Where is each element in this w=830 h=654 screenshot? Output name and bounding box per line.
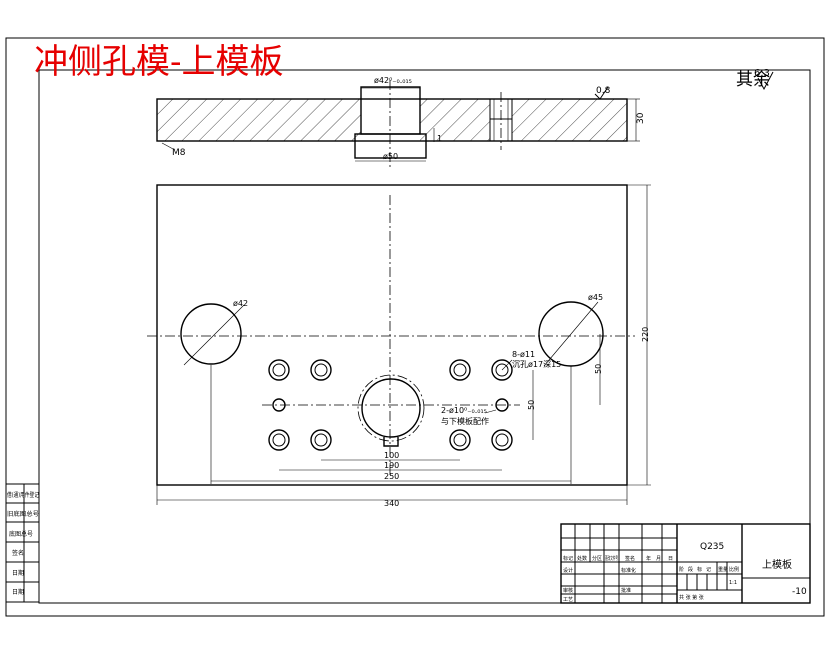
left-strip-frame bbox=[5, 483, 40, 603]
section-hatch-mid bbox=[420, 99, 490, 141]
bolt-hole bbox=[310, 429, 332, 451]
bolt-holes bbox=[268, 359, 513, 451]
bolt-hole-inner bbox=[272, 433, 286, 447]
hole-right-text: ø45 bbox=[588, 293, 603, 302]
section-hatch-left bbox=[157, 99, 361, 141]
tb-header: 年 bbox=[646, 555, 651, 562]
tb-row-label-mid: 标准化 bbox=[621, 567, 636, 574]
drawing-no-text: -10 bbox=[792, 587, 807, 597]
inner-frame bbox=[38, 69, 811, 604]
bolt-hole bbox=[491, 429, 513, 451]
tb-header: 标记 bbox=[563, 555, 573, 562]
tb-header: 签名 bbox=[625, 555, 635, 562]
plate-outline bbox=[156, 184, 628, 486]
tb-stage-label: 重量 bbox=[718, 566, 728, 573]
bolt-hole bbox=[310, 359, 332, 381]
pin-note-1: 2-ø10⁰₋₀.₀₁₅ bbox=[441, 406, 487, 415]
dim-220-text: 220 bbox=[641, 327, 650, 342]
tb-stage-label: 段 bbox=[688, 566, 693, 573]
tb-stage-label: 阶 bbox=[679, 566, 684, 573]
dim-250-text: 250 bbox=[384, 472, 399, 481]
tb-header: 更改文件号 bbox=[605, 555, 618, 562]
title-block: Q235 上模板 -10 标记 处数 分区 更改文件号 签名 年 月 日 设计 … bbox=[560, 523, 811, 604]
left-strip-label: 底图总号 bbox=[9, 530, 33, 538]
material-text: Q235 bbox=[700, 542, 724, 552]
roughness-top-text: 0.8 bbox=[596, 86, 611, 96]
drawing-title: 冲侧孔模-上模板 bbox=[34, 42, 284, 82]
section-outline bbox=[156, 98, 628, 142]
bolt-note-1: 8-ø11 bbox=[512, 350, 535, 359]
part-name-text: 上模板 bbox=[762, 558, 792, 571]
left-strip-label: 签名 bbox=[12, 549, 24, 557]
dim-340-text: 340 bbox=[384, 499, 399, 508]
sheet-text: 共 张 第 张 bbox=[679, 594, 704, 601]
bolt-hole-inner bbox=[314, 363, 328, 377]
hole-left-42 bbox=[180, 303, 242, 365]
tb-row-label: 审核 bbox=[563, 587, 573, 594]
left-strip-label: 借(通)用件登记 bbox=[7, 491, 39, 499]
center-hole bbox=[361, 378, 421, 438]
hole-left-leader bbox=[183, 304, 245, 366]
dim-190-text: 190 bbox=[384, 461, 399, 470]
tb-header: 日 bbox=[668, 556, 673, 562]
tb-header: 月 bbox=[656, 556, 661, 562]
leader-thread bbox=[161, 142, 176, 151]
tb-header: 处数 bbox=[577, 555, 587, 562]
dim-100-text: 100 bbox=[384, 451, 399, 460]
hole-right-leader bbox=[543, 301, 599, 367]
tb-stage-label: 标 bbox=[697, 566, 702, 573]
bolt-note-2: 沉孔ø17深15 bbox=[512, 360, 561, 369]
title-block-frame bbox=[560, 523, 811, 604]
scale-text: 1:1 bbox=[729, 580, 737, 586]
outer-border bbox=[5, 37, 825, 617]
tb-row-label-mid: 批准 bbox=[621, 587, 631, 594]
bolt-hole bbox=[268, 429, 290, 451]
bolt-hole-inner bbox=[272, 363, 286, 377]
section-hatch-right bbox=[512, 99, 627, 141]
bolt-hole-inner bbox=[453, 363, 467, 377]
bolt-note-leader bbox=[501, 359, 513, 371]
bore-upper bbox=[360, 86, 421, 135]
hole-left-text: ø42 bbox=[233, 299, 248, 308]
center-hole-slot bbox=[383, 437, 399, 447]
bolt-hole-inner bbox=[314, 433, 328, 447]
dim-height-text: 30 bbox=[636, 112, 646, 124]
dim-50a-text: 50 bbox=[594, 364, 603, 374]
bolt-hole-inner bbox=[453, 433, 467, 447]
center-hole-outer bbox=[357, 374, 425, 442]
roughness-value: 6.3 bbox=[754, 68, 770, 79]
left-strip-label: 日期 bbox=[12, 569, 24, 577]
pin-note-leader bbox=[484, 409, 497, 414]
left-strip-label: 日期 bbox=[12, 588, 24, 596]
bolt-hole-inner bbox=[495, 363, 509, 377]
tb-stage-label: 记 bbox=[706, 566, 711, 573]
left-strip: 借(通)用件登记 旧底图总号 底图总号 签名 日期 日期 bbox=[5, 483, 40, 603]
dim-chamfer-text: 1 bbox=[437, 134, 442, 143]
dim-50b-text: 50 bbox=[527, 400, 536, 410]
tb-stage-label: 比例 bbox=[729, 566, 739, 573]
bolt-hole bbox=[268, 359, 290, 381]
roughness-symbol-icon bbox=[757, 71, 774, 91]
bolt-hole bbox=[449, 359, 471, 381]
roughness-note: 其余 6.3 bbox=[736, 68, 774, 91]
tb-header: 分区 bbox=[592, 555, 602, 562]
tb-row-label: 工艺 bbox=[563, 597, 573, 603]
section-view: ø42⁰₋₀.₀₁₅ ø50 30 1 M8 0.8 bbox=[156, 76, 646, 170]
pin-note-2: 与下模板配作 bbox=[441, 416, 489, 426]
bolt-hole bbox=[449, 429, 471, 451]
bolt-hole bbox=[491, 359, 513, 381]
bolt-hole-inner bbox=[495, 433, 509, 447]
dim-thread-text: M8 bbox=[172, 148, 186, 158]
plan-view: ø42 ø45 8-ø11 沉孔ø17深15 2-ø10⁰₋₀.₀₁₅ 与下模板… bbox=[147, 184, 651, 508]
tb-row-label: 设计 bbox=[563, 567, 573, 574]
dim-bottom-text: ø50 bbox=[383, 152, 398, 161]
dim-top-text: ø42⁰₋₀.₀₁₅ bbox=[374, 76, 412, 85]
bore-lower bbox=[354, 133, 427, 159]
roughness-top-icon bbox=[594, 86, 609, 100]
left-strip-label: 旧底图总号 bbox=[7, 510, 39, 518]
